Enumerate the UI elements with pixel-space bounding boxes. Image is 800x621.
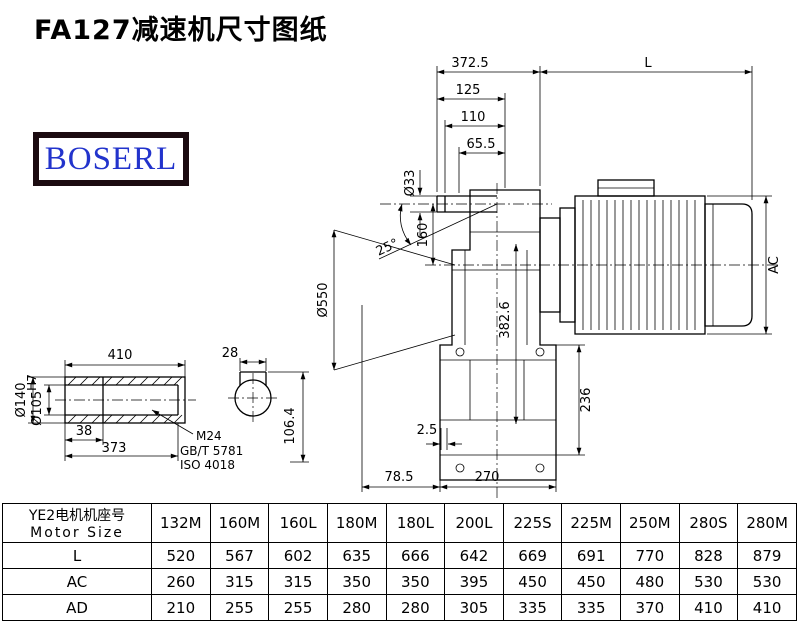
cell-L-225S: 669: [502, 542, 563, 569]
dimension-lines: [30, 69, 769, 490]
cell-AC-160M: 315: [209, 568, 270, 595]
cell-AC-225M: 450: [561, 568, 621, 595]
table-row-AC: AC 260 315 315 350 350 395 450 450 480 5…: [2, 568, 797, 595]
col-header-180L: 180L: [385, 503, 446, 543]
dim-bore-outer: Ø140: [14, 382, 29, 417]
row-label-AC: AC: [2, 568, 152, 595]
cell-AD-225S: 335: [502, 594, 563, 621]
dim-2-5: 2.5: [417, 423, 438, 438]
cell-AC-132M: 260: [151, 568, 211, 595]
cell-AC-280S: 530: [678, 568, 739, 595]
label-std-gbt5781: GB/T 5781: [180, 444, 243, 458]
cell-AC-180M: 350: [326, 568, 387, 595]
dim-28: 28: [222, 346, 239, 361]
dim-382-6: 382.6: [498, 301, 513, 338]
dim-160: 160: [416, 223, 431, 248]
dim-shaft-diameter: Ø33: [403, 170, 418, 197]
col-header-132M: 132M: [151, 503, 211, 543]
boserl-logo: BOSERL: [33, 132, 189, 186]
cell-AC-160L: 315: [268, 568, 328, 595]
dim-236: 236: [579, 388, 594, 413]
row-label-AD: AD: [2, 594, 152, 621]
dim-373: 373: [102, 441, 127, 456]
dim-bore-inner: Ø105H7: [25, 374, 45, 426]
centerlines: [55, 183, 778, 500]
cell-AC-200L: 395: [444, 568, 504, 595]
dim-65-5: 65.5: [467, 137, 496, 152]
cell-L-160L: 602: [268, 542, 328, 569]
cell-AC-250M: 480: [620, 568, 680, 595]
cell-AD-160M: 255: [209, 594, 270, 621]
page-title: FA127减速机尺寸图纸: [34, 15, 328, 46]
table-header-row: YE2电机机座号 Motor Size 132M 160M 160L 180M …: [2, 503, 797, 543]
col-header-160L: 160L: [268, 503, 328, 543]
col-header-280M: 280M: [737, 503, 797, 543]
motor-size-table: YE2电机机座号 Motor Size 132M 160M 160L 180M …: [2, 503, 797, 621]
dim-bore-tolerance: H7: [25, 374, 39, 391]
cell-AD-160L: 255: [268, 594, 328, 621]
motor-fins: [582, 187, 714, 330]
dim-angle-25: 25°: [374, 236, 401, 259]
dim-bore-inner-value: Ø105: [30, 391, 45, 426]
dim-106-4: 106.4: [283, 407, 298, 444]
cell-AC-180L: 350: [385, 568, 446, 595]
cell-AD-180M: 280: [326, 594, 387, 621]
cell-L-180L: 666: [385, 542, 446, 569]
extension-lines: [28, 66, 772, 492]
cell-AD-200L: 305: [444, 594, 504, 621]
header-line1: YE2电机机座号: [28, 508, 126, 524]
cell-L-280M: 879: [737, 542, 797, 569]
fan-cover: [704, 203, 753, 327]
gearbox-details: [440, 231, 556, 473]
cell-L-132M: 520: [151, 542, 211, 569]
label-std-iso4018: ISO 4018: [180, 458, 235, 472]
dim-125: 125: [456, 83, 481, 98]
motor-size-table-wrap: YE2电机机座号 Motor Size 132M 160M 160L 180M …: [2, 503, 797, 621]
dim-110: 110: [461, 110, 486, 125]
dim-L: L: [644, 56, 652, 71]
cell-AC-225S: 450: [502, 568, 563, 595]
technical-drawing: 372.5 L 125 110 65.5 Ø33 160 25° Ø550 38…: [14, 56, 782, 500]
cell-AD-180L: 280: [385, 594, 446, 621]
col-header-200L: 200L: [444, 503, 504, 543]
logo-text: BOSERL: [44, 140, 178, 177]
bore-section-view: [234, 371, 272, 417]
cell-L-250M: 770: [620, 542, 680, 569]
dim-78-5: 78.5: [385, 470, 414, 485]
cell-L-280S: 828: [678, 542, 739, 569]
dim-AC: AC: [767, 256, 782, 274]
dim-38: 38: [76, 424, 93, 439]
cell-AD-225M: 335: [561, 594, 621, 621]
col-header-160M: 160M: [209, 503, 270, 543]
table-row-L: L 520 567 602 635 666 642 669 691 770 82…: [2, 542, 797, 569]
row-label-L: L: [2, 542, 152, 569]
cell-L-225M: 691: [561, 542, 621, 569]
cell-AD-280M: 410: [737, 594, 797, 621]
label-thread-m24: M24: [196, 429, 222, 443]
cell-AD-132M: 210: [151, 594, 211, 621]
col-header-225M: 225M: [561, 503, 621, 543]
col-header-280S: 280S: [678, 503, 739, 543]
cell-AD-280S: 410: [678, 594, 739, 621]
dim-270: 270: [475, 470, 500, 485]
col-header-250M: 250M: [620, 503, 680, 543]
dim-housing-diameter: Ø550: [316, 282, 331, 317]
dim-372-5: 372.5: [451, 56, 488, 71]
cell-AD-250M: 370: [620, 594, 680, 621]
cell-L-200L: 642: [444, 542, 504, 569]
cell-AC-280M: 530: [737, 568, 797, 595]
dim-410: 410: [108, 348, 133, 363]
col-header-180M: 180M: [326, 503, 387, 543]
cell-L-160M: 567: [209, 542, 270, 569]
dimension-labels: 372.5 L 125 110 65.5 Ø33 160 25° Ø550 38…: [14, 56, 782, 485]
table-row-AD: AD 210 255 255 280 280 305 335 335 370 4…: [2, 594, 797, 621]
header-line2: Motor Size: [30, 525, 124, 541]
col-header-225S: 225S: [502, 503, 563, 543]
motor-body: [539, 179, 753, 335]
cell-L-180M: 635: [326, 542, 387, 569]
table-header-motor-size: YE2电机机座号 Motor Size: [2, 503, 152, 543]
